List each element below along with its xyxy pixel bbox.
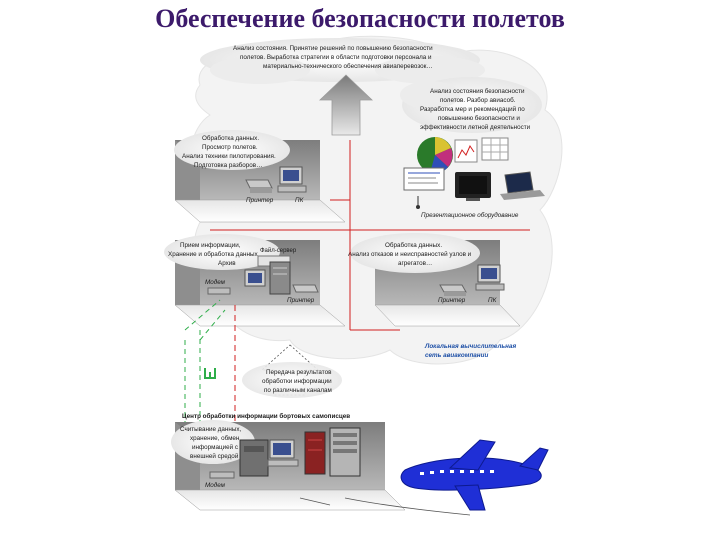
floor1-pc-icon — [277, 166, 307, 193]
transfer-line-2: обработки информации — [262, 377, 332, 385]
right-printer-icon — [439, 284, 467, 296]
transfer-line-1: Передача результатов — [266, 369, 332, 376]
bottom-modem-label: Модем — [205, 481, 226, 489]
right-note-line-1: Обработка данных. — [385, 241, 442, 249]
presentation-pointer-icon — [416, 196, 420, 209]
floor1-note-line-2: Просмотр полетов. — [202, 144, 258, 151]
archive-line-3: Архив — [218, 260, 236, 267]
top-note-line-2: полетов. Выработка стратегии в области п… — [240, 53, 432, 61]
transfer-note-cloud — [242, 362, 342, 398]
upward-arrow-icon — [319, 74, 373, 136]
table-sheet-icon — [481, 137, 509, 161]
archive-line-1: Прием информации, — [180, 242, 241, 249]
airplane-icon — [400, 439, 549, 511]
floor2-modem-label: Модем — [205, 278, 226, 286]
laptop-icon — [500, 171, 545, 200]
right-printer-label: Принтер — [438, 297, 466, 304]
floor1-note-cloud — [174, 130, 290, 170]
file-server-icon — [257, 255, 291, 295]
page-title: Обеспечение безопасности полетов — [155, 4, 565, 33]
bottom-note-cloud — [171, 420, 255, 464]
archive-line-2: Хранение и обработка данных — [168, 250, 258, 258]
right-pc-icon — [475, 264, 505, 291]
analysis-line-1: Анализ состояния безопасности — [430, 87, 525, 95]
floor1-note-line-1: Обработка данных. — [202, 134, 259, 142]
presentation-label: Презентационное оборудование — [421, 211, 519, 219]
floor2-modem-icon — [207, 287, 231, 295]
right-note-line-3: агрегатов… — [398, 260, 432, 267]
tv-monitor-icon — [455, 172, 491, 201]
analysis-line-2: полетов. Разбор авиасоб. — [440, 96, 516, 104]
recorder-reader-icon — [239, 439, 269, 477]
floor1-printer-icon — [245, 179, 273, 193]
floor2-pc-icon — [244, 269, 266, 287]
bottom-note-line-1: Считывание данных, — [180, 426, 242, 433]
analysis-line-4: повышению безопасности и — [438, 114, 520, 122]
report-document-icon — [403, 167, 445, 191]
file-server-label: Файл-сервер — [260, 247, 297, 254]
top-note-line-1: Анализ состояния. Принятие решений по по… — [233, 44, 433, 52]
floor1-printer-label: Принтер — [246, 197, 274, 204]
chart-sheet-icon — [454, 139, 478, 163]
lan-label-line-2: сеть авиакомпании — [425, 352, 488, 359]
floor1-note-line-4: Подготовка разборов… — [194, 161, 262, 169]
bottom-modem-icon — [209, 471, 235, 479]
center-title: Центр обработки информации бортовых само… — [182, 412, 350, 420]
lan-label-line-1: Локальная вычислительная — [424, 343, 516, 350]
archive-note-cloud — [164, 234, 280, 270]
flight-path-lines — [299, 497, 471, 516]
bottom-note-line-3: информацией с — [192, 443, 238, 451]
floor1-pc-label: ПК — [295, 197, 304, 204]
red-rack-server-icon — [304, 431, 326, 475]
analysis-line-3: Разработка мер и рекомендаций по — [420, 105, 525, 113]
lan-network-lines — [210, 140, 530, 470]
storage-rack-icon — [329, 427, 361, 477]
floor1-note-line-3: Анализ техники пилотирования. — [182, 153, 276, 160]
bottom-note-line-4: внешней средой — [190, 452, 239, 460]
transfer-line-3: по различным каналам — [264, 387, 332, 394]
analysis-note-cloud — [400, 77, 542, 133]
modem-link-lines — [184, 299, 226, 500]
center-pc-icon — [267, 439, 299, 467]
analysis-line-5: эффективности летной деятельности — [420, 123, 531, 131]
floor2-printer-label: Принтер — [287, 297, 315, 304]
bottom-note-line-2: хранение, обмен — [190, 434, 240, 442]
right-pc-label: ПК — [488, 297, 497, 304]
right-note-line-2: Анализ отказов и неисправностей узлов и — [348, 250, 472, 258]
top-note-line-3: материально-технического обеспечения ави… — [263, 62, 433, 70]
top-note-cloud — [200, 38, 485, 84]
antenna-icon — [204, 368, 216, 379]
floor2-printer-icon — [292, 284, 319, 293]
right-note-cloud — [350, 233, 480, 273]
